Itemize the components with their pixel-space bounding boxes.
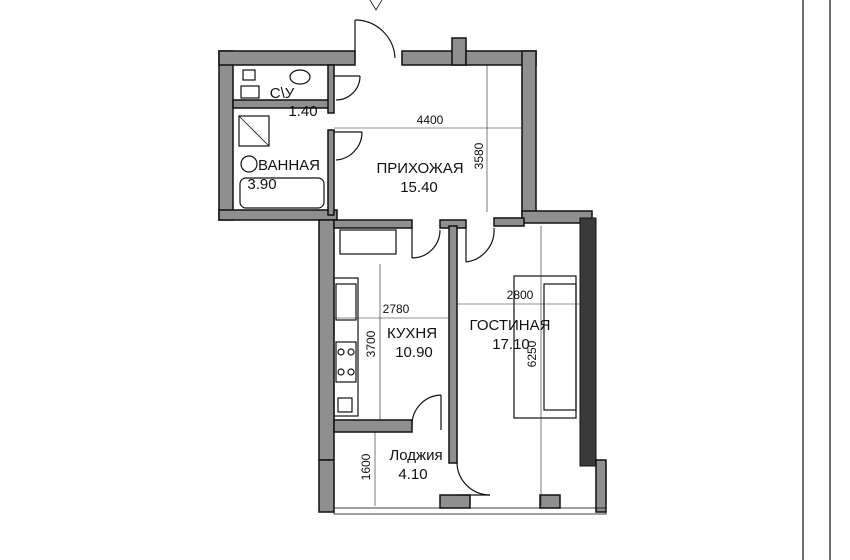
bath-door-arc <box>335 131 363 161</box>
wall-kitchen-living <box>448 225 458 464</box>
room-name-kitchen: КУХНЯ <box>387 325 437 342</box>
bathtub-icon <box>239 177 325 209</box>
wall-hall-kitchen-1 <box>333 219 413 229</box>
kitchen-counter <box>333 277 359 417</box>
wall-living-top <box>521 210 593 224</box>
wc-door-arc <box>335 75 361 101</box>
wall-loggia-left <box>318 459 335 513</box>
wc-shelf-icon <box>242 69 256 81</box>
room-name-loggia: Лоджия <box>389 447 442 464</box>
kitchen-sink-icon <box>335 283 357 321</box>
dim-loggia-depth: 1600 <box>359 453 373 480</box>
loggia-door-arc <box>411 394 442 426</box>
wall-hall-living <box>493 217 525 227</box>
room-name-wc: С\У <box>270 85 295 102</box>
room-area-loggia: 4.10 <box>398 466 427 483</box>
wall-loggia-mid <box>439 494 471 509</box>
wall-bath-top <box>218 50 356 66</box>
dim-living-depth: 6250 <box>525 340 539 367</box>
dimension-lines <box>334 65 580 506</box>
kitchen-door-arc <box>411 229 441 259</box>
room-area-living: 17.10 <box>492 336 530 353</box>
room-labels: С\У 1.40 ВАННАЯ 3.90 ПРИХОЖАЯ 15.40 КУХН… <box>247 85 550 483</box>
wall-kitchen-bottom <box>333 419 413 433</box>
burner-icon <box>347 368 355 376</box>
kitchen-appliance-icon <box>339 229 397 255</box>
loggia-glazing <box>333 507 607 515</box>
room-area-wc: 1.40 <box>288 103 317 120</box>
kitchen-fridge-icon <box>337 397 353 413</box>
wc-sink-icon <box>240 85 260 99</box>
loggia-door-2-arc <box>456 461 491 496</box>
fixtures <box>238 69 577 419</box>
wall-bath-hall-2 <box>327 129 335 216</box>
wall-kitchen-left <box>318 219 335 461</box>
toilet-icon <box>289 69 311 85</box>
dim-kitchen-width: 2780 <box>383 302 410 316</box>
kitchen-stove-icon <box>335 341 357 383</box>
living-door-arc <box>465 227 495 263</box>
walls <box>218 37 607 515</box>
room-name-hall: ПРИХОЖАЯ <box>376 160 463 177</box>
dim-hall-depth: 3580 <box>472 142 486 169</box>
wall-bath-left <box>218 50 234 221</box>
wall-bath-bottom <box>218 209 338 221</box>
wall-hall-right <box>521 50 537 219</box>
burner-icon <box>347 348 355 356</box>
doors <box>334 19 495 496</box>
wall-hall-pillar <box>451 37 467 66</box>
dim-living-width: 2800 <box>507 288 534 302</box>
bath-sink-icon <box>240 155 258 173</box>
room-name-bathroom: ВАННАЯ <box>258 157 320 174</box>
wall-living-right <box>579 217 597 467</box>
burner-icon <box>337 348 345 356</box>
dim-hall-width: 4400 <box>417 113 444 127</box>
room-area-bathroom: 3.90 <box>247 176 276 193</box>
shower-icon <box>238 115 270 147</box>
wall-living-right-low <box>595 459 607 513</box>
wall-loggia-mid-2 <box>539 494 561 509</box>
sofa-back-icon <box>543 283 577 411</box>
dim-kitchen-depth: 3700 <box>364 330 378 357</box>
north-arrow-mark <box>369 0 383 11</box>
room-area-kitchen: 10.90 <box>395 344 433 361</box>
dimension-labels: 4400 3580 2780 3700 2800 6250 1600 <box>359 113 539 480</box>
burner-icon <box>337 368 345 376</box>
shower-diagonal <box>238 115 270 147</box>
wall-bath-hall-1 <box>327 64 335 114</box>
entry-door-arc <box>354 19 396 59</box>
room-area-hall: 15.40 <box>400 179 438 196</box>
room-name-living: ГОСТИНАЯ <box>470 317 551 334</box>
